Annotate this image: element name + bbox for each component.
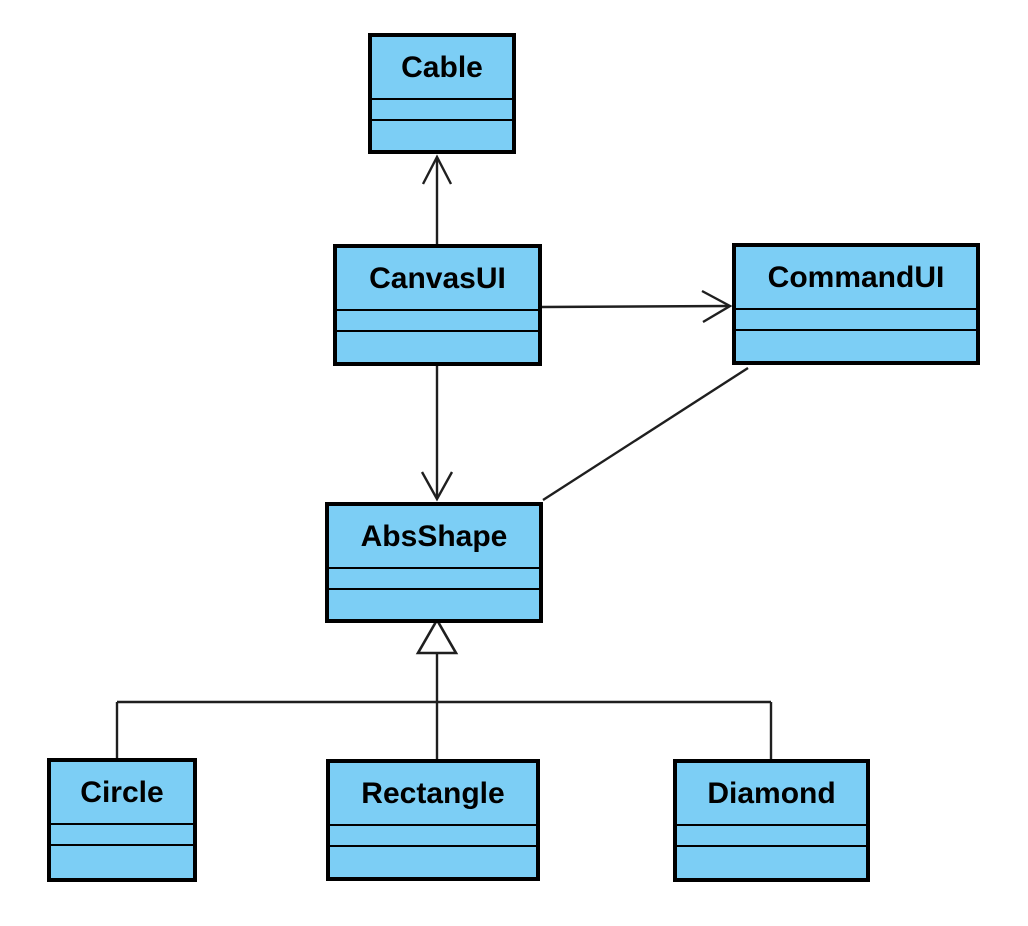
class-name: Circle — [80, 775, 164, 809]
methods-compartment — [677, 845, 866, 878]
attributes-compartment — [330, 824, 536, 845]
edge-line[interactable] — [542, 366, 749, 502]
class-diamond[interactable]: Diamond — [673, 759, 870, 882]
edge-generalization-tree — [115, 617, 773, 759]
methods-compartment — [330, 845, 536, 877]
class-cable[interactable]: Cable — [368, 33, 516, 154]
attributes-compartment — [329, 567, 539, 588]
class-absshape[interactable]: AbsShape — [325, 502, 543, 623]
methods-compartment — [51, 844, 193, 878]
class-name: Diamond — [707, 776, 836, 810]
hollow-triangle-icon — [415, 617, 459, 655]
class-rectangle[interactable]: Rectangle — [326, 759, 540, 881]
class-name: AbsShape — [360, 519, 508, 553]
attributes-compartment — [51, 823, 193, 844]
class-name: Cable — [401, 50, 483, 84]
open-arrowhead-icon — [420, 471, 454, 502]
class-name: CommandUI — [767, 260, 945, 294]
edge-commandui-absshape — [542, 366, 749, 502]
open-arrowhead-icon — [701, 289, 733, 324]
class-canvasui[interactable]: CanvasUI — [333, 244, 542, 366]
edge-canvasui-absshape — [420, 366, 454, 502]
class-name: CanvasUI — [369, 261, 506, 295]
open-arrowhead-icon — [421, 154, 453, 185]
attributes-compartment — [372, 98, 512, 119]
attributes-compartment — [337, 309, 538, 330]
edge-line[interactable] — [541, 304, 730, 309]
methods-compartment — [337, 330, 538, 362]
methods-compartment — [329, 588, 539, 619]
methods-compartment — [736, 329, 976, 361]
edge-canvasui-cable — [421, 154, 453, 244]
class-name: Rectangle — [361, 776, 505, 810]
class-circle[interactable]: Circle — [47, 758, 197, 882]
class-commandui[interactable]: CommandUI — [732, 243, 980, 365]
edge-canvasui-commandui — [541, 289, 733, 324]
attributes-compartment — [736, 308, 976, 329]
attributes-compartment — [677, 824, 866, 845]
methods-compartment — [372, 119, 512, 150]
